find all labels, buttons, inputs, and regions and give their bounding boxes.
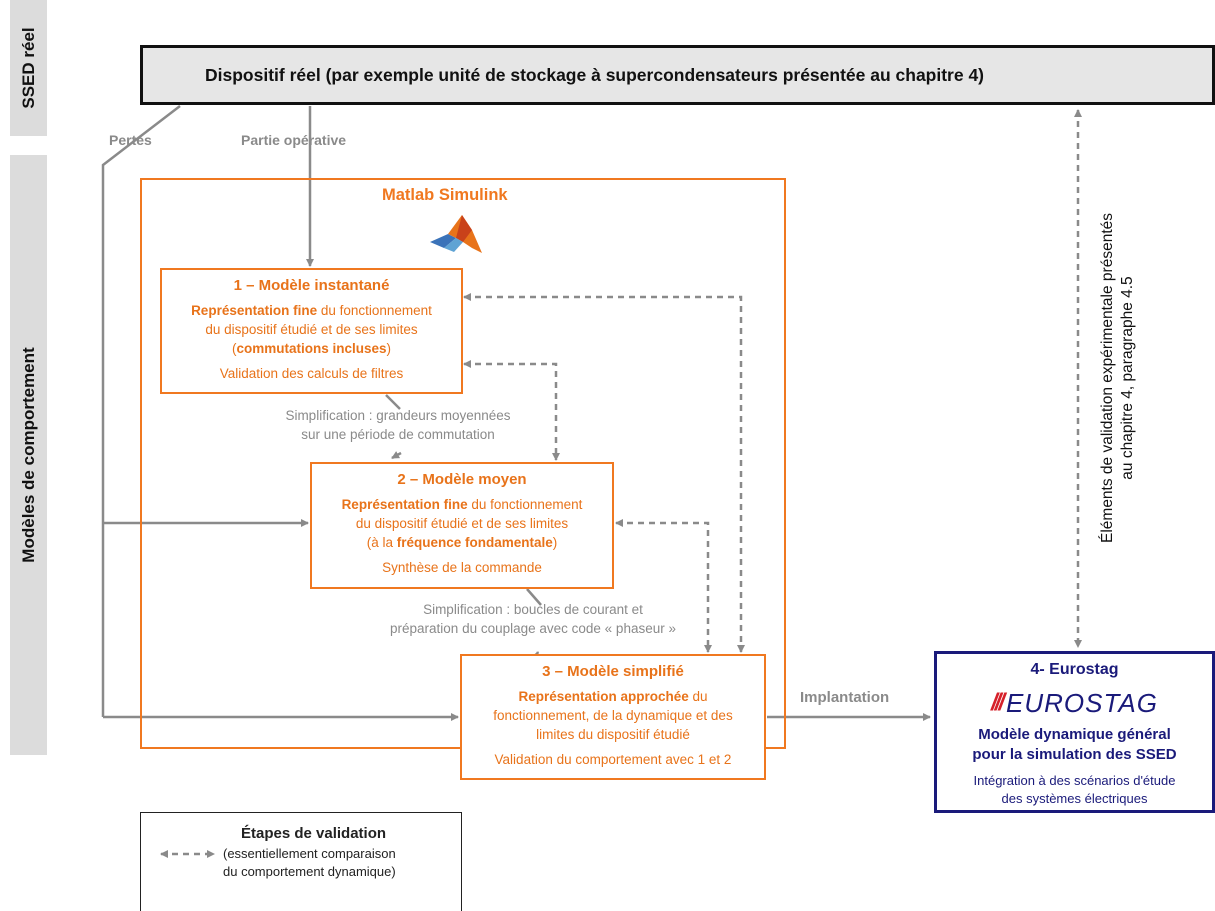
eurostag-box: 4- Eurostag /// EUROSTAG Modèle dynamiqu… bbox=[934, 651, 1215, 813]
legend-line1: (essentiellement comparaison bbox=[223, 846, 396, 861]
model3-title: 3 – Modèle simplifié bbox=[542, 663, 684, 680]
eurostag-logo-name: EUROSTAG bbox=[1006, 687, 1158, 718]
eurostag-small-line2: des systèmes électriques bbox=[1001, 791, 1148, 806]
model1-sub: Validation des calculs de filtres bbox=[219, 366, 404, 381]
model1-line1: Représentation fine du fonctionnement bbox=[162, 301, 461, 320]
model3-sub: Validation du comportement avec 1 et 2 bbox=[494, 752, 732, 767]
model1-line1-rest: du fonctionnement bbox=[317, 303, 432, 318]
validation-m2-m3-arrow bbox=[615, 519, 712, 653]
eurostag-bold-text: Modèle dynamique général pour la simulat… bbox=[937, 725, 1212, 765]
simplification1-line2: sur une période de commutation bbox=[301, 427, 495, 442]
model3-box: 3 – Modèle simplifié Représentation appr… bbox=[460, 654, 766, 780]
model2-line3: (à la fréquence fondamentale) bbox=[312, 533, 612, 552]
eurostag-logo: /// EUROSTAG bbox=[937, 687, 1212, 718]
simplification1-stub bbox=[385, 394, 401, 410]
model3-line3: limites du dispositif étudié bbox=[536, 727, 690, 742]
simplification2-line2: préparation du couplage avec code « phas… bbox=[390, 621, 676, 636]
validation-note: Éléments de validation expérimentale pré… bbox=[1098, 213, 1138, 543]
validation-note-line1: Éléments de validation expérimentale pré… bbox=[1099, 213, 1116, 543]
eurostag-bold-line1: Modèle dynamique général bbox=[978, 726, 1171, 743]
model1-line2: du dispositif étudié et de ses limites bbox=[205, 322, 418, 337]
eurostag-title: 4- Eurostag bbox=[1030, 661, 1119, 678]
model3-line1: Représentation approchée du bbox=[462, 687, 764, 706]
model1-line3-open: ( bbox=[231, 341, 237, 356]
model3-line2: fonctionnement, de la dynamique et des bbox=[493, 708, 733, 723]
eurostag-logo-bars-icon: /// bbox=[991, 689, 1005, 716]
simplification1-note: Simplification : grandeurs moyennées sur… bbox=[248, 406, 548, 444]
model2-line2: du dispositif étudié et de ses limites bbox=[355, 516, 569, 531]
model3-line1-rest: du bbox=[688, 689, 708, 704]
legend-box: Étapes de validation (essentiellement co… bbox=[140, 812, 462, 911]
partie-operative-label: Partie opérative bbox=[241, 132, 347, 148]
side-label-ssed-reel: SSED réel bbox=[10, 0, 47, 136]
matlab-logo-icon bbox=[430, 215, 482, 253]
model2-box: 2 – Modèle moyen Représentation fine du … bbox=[310, 462, 614, 589]
model1-line3-close: ) bbox=[386, 341, 392, 356]
implantation-label: Implantation bbox=[800, 689, 890, 706]
model2-line1-rest: du fonctionnement bbox=[467, 497, 583, 512]
model1-line3-bold: commutations incluses bbox=[236, 341, 387, 356]
model2-line3-close: ) bbox=[552, 535, 558, 550]
model2-line1: Représentation fine du fonctionnement bbox=[312, 495, 612, 514]
eurostag-small-line1: Intégration à des scénarios d'étude bbox=[973, 773, 1176, 788]
simplification1-arrow bbox=[391, 451, 402, 460]
legend-subtitle: (essentiellement comparaison du comporte… bbox=[223, 845, 396, 881]
model2-line3-bold: fréquence fondamentale bbox=[396, 535, 553, 550]
pertes-label: Pertes bbox=[109, 132, 152, 148]
simplification2-line1: Simplification : boucles de courant et bbox=[423, 602, 643, 617]
model3-line1-bold: Représentation approchée bbox=[518, 689, 689, 704]
model2-title: 2 – Modèle moyen bbox=[397, 471, 527, 488]
model2-line3-open: (à la bbox=[366, 535, 397, 550]
legend-title: Étapes de validation bbox=[241, 825, 387, 842]
validation-m1-m3-arrow bbox=[463, 293, 745, 653]
model1-line3: (commutations incluses) bbox=[162, 339, 461, 358]
real-device-box: Dispositif réel (par exemple unité de st… bbox=[140, 45, 1215, 105]
simplification2-note: Simplification : boucles de courant et p… bbox=[318, 600, 748, 638]
simplification1-line1: Simplification : grandeurs moyennées bbox=[285, 408, 511, 423]
real-device-label: Dispositif réel (par exemple unité de st… bbox=[205, 64, 985, 85]
validation-m1-m2-arrow bbox=[463, 360, 560, 461]
model1-title: 1 – Modèle instantané bbox=[233, 277, 390, 294]
validation-note-line2: au chapitre 4, paragraphe 4.5 bbox=[1119, 276, 1136, 480]
model1-box: 1 – Modèle instantané Représentation fin… bbox=[160, 268, 463, 394]
model2-line1-bold: Représentation fine bbox=[341, 497, 468, 512]
eurostag-bold-line2: pour la simulation des SSED bbox=[972, 746, 1177, 763]
model1-line1-bold: Représentation fine bbox=[191, 303, 318, 318]
side-label-modeles: Modèles de comportement bbox=[10, 155, 47, 755]
simulink-title: Matlab Simulink bbox=[382, 186, 508, 204]
pertes-line bbox=[101, 105, 181, 717]
eurostag-small-text: Intégration à des scénarios d'étude des … bbox=[937, 772, 1212, 808]
legend-line2: du comportement dynamique) bbox=[223, 864, 396, 879]
model2-sub: Synthèse de la commande bbox=[382, 560, 542, 575]
